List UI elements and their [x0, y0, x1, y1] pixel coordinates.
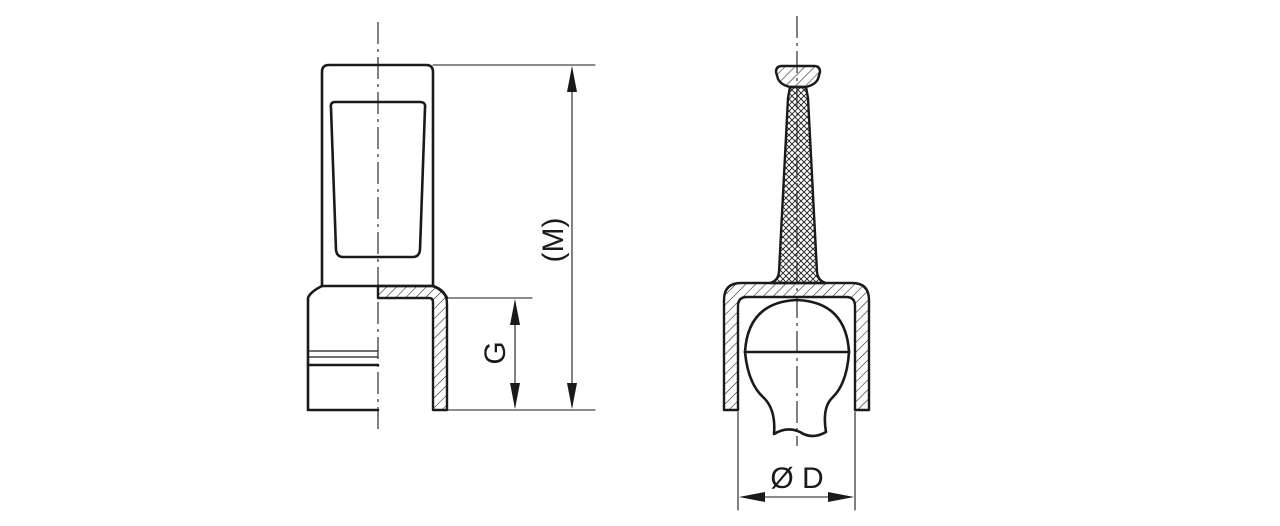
dim-d-label: Ø D — [770, 462, 823, 495]
section-wall — [376, 284, 449, 412]
dim-g-arrow-top — [510, 299, 520, 325]
dim-g-label: G — [479, 341, 512, 364]
dim-m-arrow-top — [567, 66, 577, 92]
dimension-lines-right: Ø D — [737, 411, 856, 511]
stem — [768, 85, 828, 285]
cap-housing — [722, 281, 871, 412]
ball-bottom — [743, 350, 851, 438]
dim-d-arrow-left — [739, 492, 765, 502]
dimension-lines-left: (M) G — [432, 64, 596, 411]
dim-m-arrow-bottom — [567, 383, 577, 409]
section-view — [722, 16, 871, 446]
side-view — [306, 22, 449, 434]
shoulder-line — [306, 284, 380, 412]
dim-d-arrow-right — [828, 492, 854, 502]
dim-m-label: (M) — [537, 218, 570, 263]
t-head — [774, 64, 822, 89]
dim-g-arrow-bottom — [510, 383, 520, 409]
grip-panel — [329, 100, 427, 259]
